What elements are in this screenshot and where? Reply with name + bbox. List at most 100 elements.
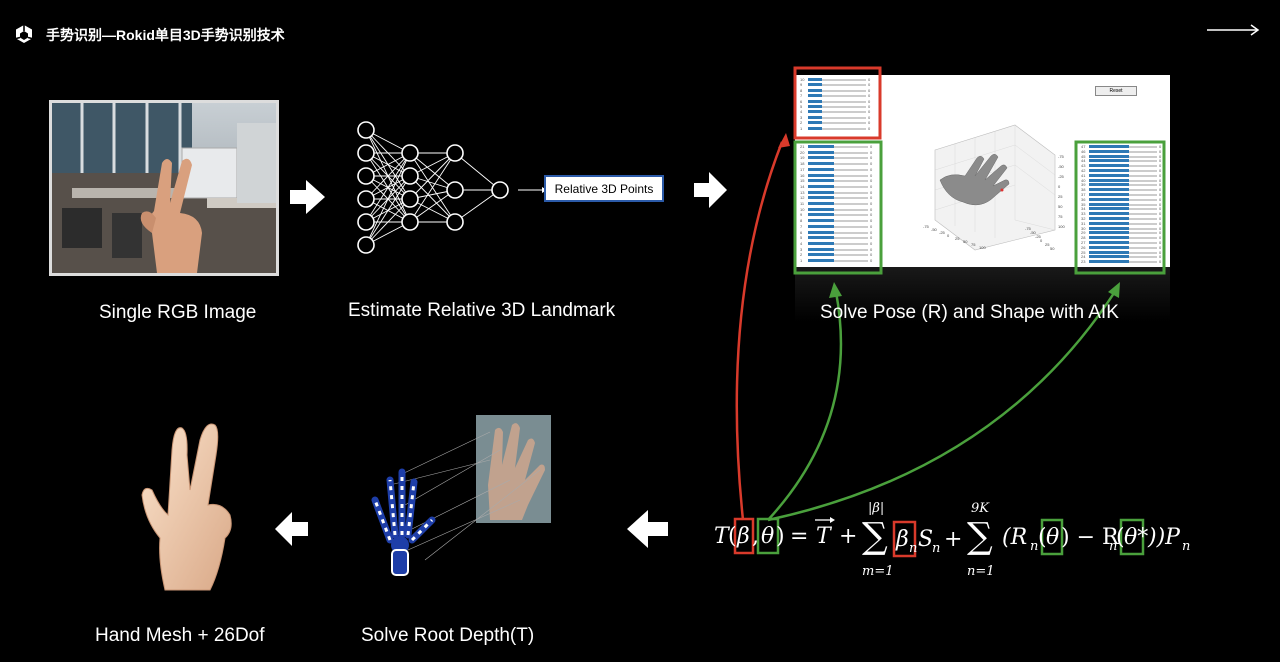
axis-tick-z: 100 <box>1058 224 1065 229</box>
slider-value: 0 <box>870 223 873 229</box>
reset-button[interactable]: Reset <box>1095 86 1137 96</box>
slider-value: 0 <box>868 114 871 120</box>
slider-fill <box>808 110 822 114</box>
slider-fill <box>808 213 834 217</box>
slider-label: 9 <box>800 212 803 218</box>
nn-node <box>401 190 419 208</box>
slider-track <box>1129 203 1157 206</box>
slider-track <box>1129 251 1157 254</box>
nn-node <box>357 190 375 208</box>
slider-fill <box>808 190 834 194</box>
nn-node <box>357 236 375 254</box>
slider-fill <box>1089 169 1129 172</box>
slider-fill <box>808 207 834 211</box>
slider-label: 4 <box>800 109 803 115</box>
slider-track <box>822 84 866 87</box>
slider-label: 16 <box>800 172 805 178</box>
svg-text:n: n <box>932 541 940 556</box>
long-right-arrow-icon[interactable] <box>1206 22 1260 38</box>
formula-T: T <box>714 524 731 549</box>
slider-label: 2 <box>800 120 803 126</box>
slider-fill <box>808 253 834 257</box>
slider-value: 0 <box>870 212 873 218</box>
slider-track <box>1129 261 1157 264</box>
svg-text:,: , <box>752 524 759 549</box>
slider-track <box>834 197 868 200</box>
svg-text:|β|: |β| <box>868 501 884 516</box>
slider-track <box>1129 242 1157 244</box>
slider-label: 17 <box>800 166 805 172</box>
slider-track <box>822 127 866 130</box>
slider-value: 0 <box>868 93 871 99</box>
page-title: 手势识别—Rokid单目3D手势识别技术 <box>46 27 285 43</box>
axis-tick-x: 75 <box>971 242 976 247</box>
slider-track <box>1129 256 1157 259</box>
slider-fill <box>808 121 822 125</box>
axis-tick-x: 25 <box>955 236 960 241</box>
slider-fill <box>808 241 834 245</box>
slider-track <box>822 100 866 103</box>
axis-tick-x: -25 <box>939 230 946 235</box>
slider-fill <box>808 179 834 183</box>
slider-value: 0 <box>868 120 871 126</box>
